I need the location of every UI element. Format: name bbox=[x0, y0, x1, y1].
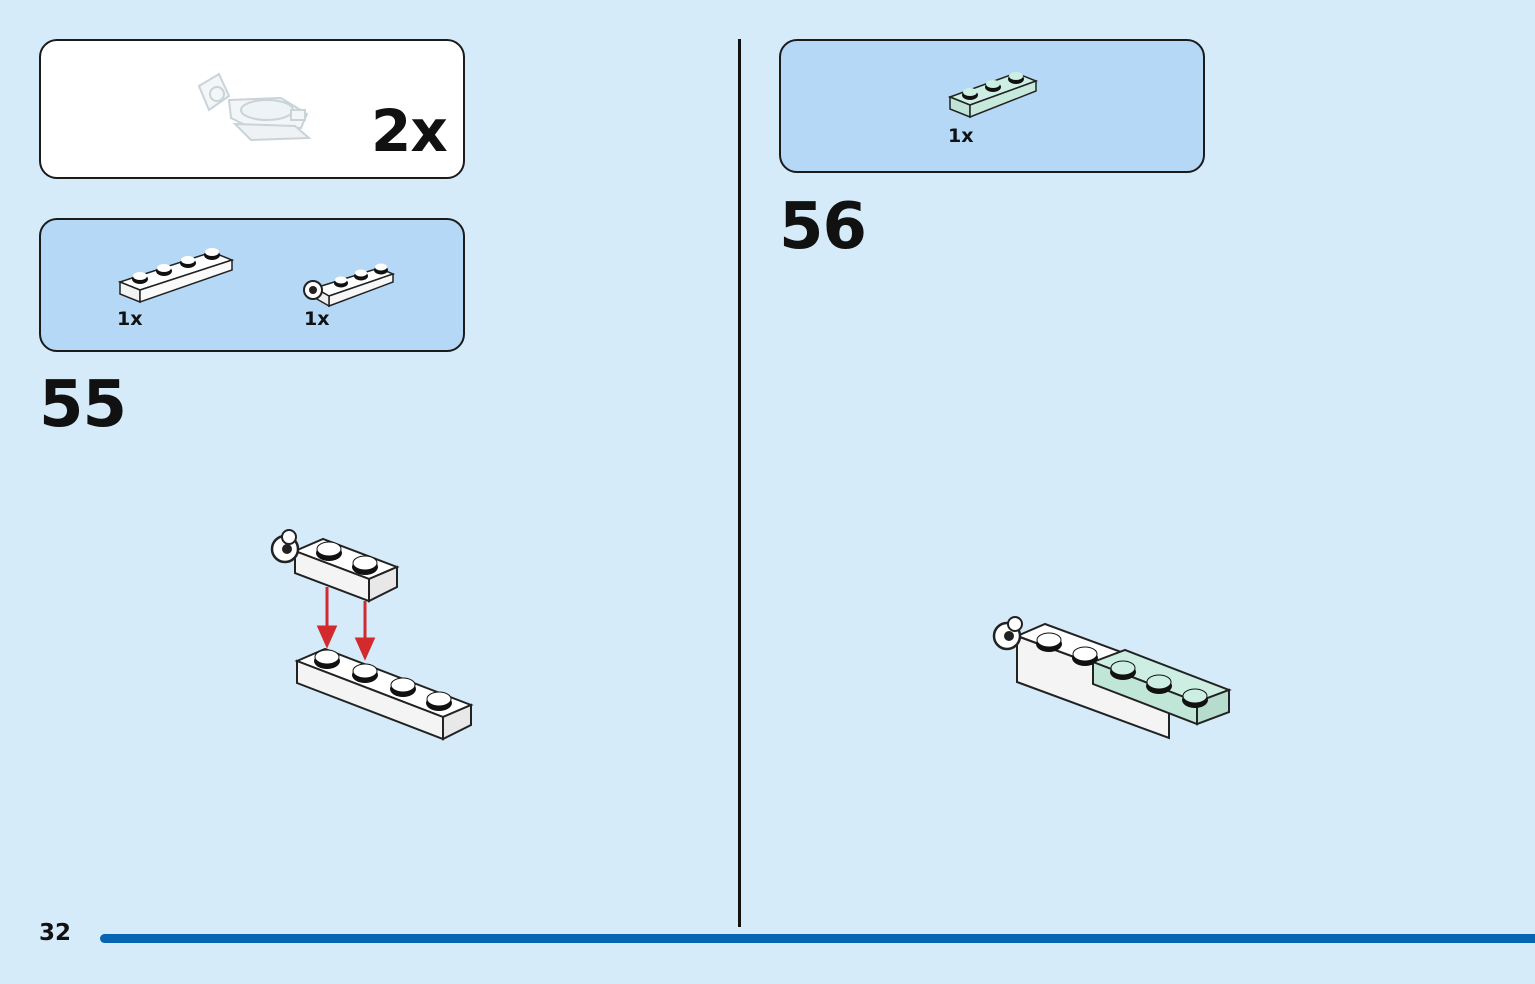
footer-bar bbox=[100, 934, 1535, 943]
brick-plate-icon bbox=[117, 248, 235, 304]
step-56-illustration bbox=[992, 616, 1232, 740]
down-arrow-icon bbox=[316, 587, 376, 661]
part-qty-3: 1x bbox=[948, 125, 974, 147]
page-divider bbox=[738, 39, 741, 927]
clip-plate-icon bbox=[270, 529, 400, 603]
step-55-illustration bbox=[270, 529, 474, 741]
submodel-preview-icon bbox=[197, 72, 312, 142]
part-qty-2: 1x bbox=[304, 308, 330, 330]
part-qty-1: 1x bbox=[117, 308, 143, 330]
parts-box-right: 1x bbox=[779, 39, 1205, 173]
clip-plate-icon bbox=[303, 263, 396, 308]
submodel-multiplier: 2x bbox=[371, 97, 448, 165]
brick-plate-icon bbox=[294, 647, 474, 741]
step-number-55: 55 bbox=[39, 368, 127, 442]
step-number-56: 56 bbox=[779, 190, 867, 264]
submodel-box: 2x bbox=[39, 39, 465, 179]
brick-plate-icon bbox=[947, 72, 1039, 119]
parts-box-left: 1x 1x bbox=[39, 218, 465, 352]
page-number: 32 bbox=[39, 920, 72, 946]
